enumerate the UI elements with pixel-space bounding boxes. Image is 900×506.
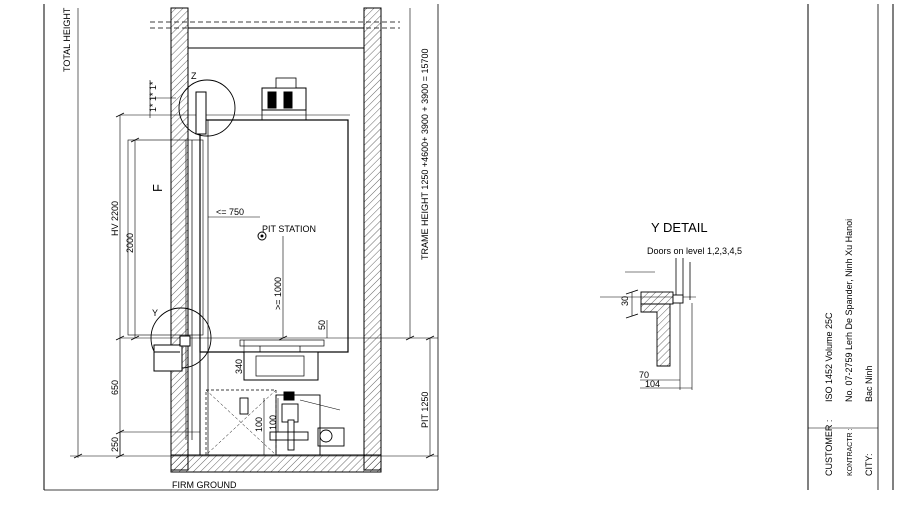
marker-f: F xyxy=(150,184,165,192)
dim-2000-label: 2000 xyxy=(125,233,135,253)
door-sill xyxy=(153,335,191,372)
city-value: Bac Ninh xyxy=(864,365,874,402)
pit-station-label: PIT STATION xyxy=(262,224,316,234)
frame-height-label: TRAME HEIGHT 1250 +4600+ 3900 + 3900 = 1… xyxy=(420,49,430,260)
pit-label: PIT 1250 xyxy=(420,392,430,428)
reference-lines xyxy=(70,114,438,457)
motor-assembly xyxy=(261,77,307,120)
dim-100b-label: 100 xyxy=(268,415,278,430)
drawing-frame xyxy=(43,4,894,491)
break-lines xyxy=(150,21,400,29)
dim-650-label: 650 xyxy=(110,380,120,395)
customer-value: ISO 1452 Volume 25C xyxy=(824,312,834,402)
pit-station-icon xyxy=(257,231,267,241)
shaft-walls xyxy=(170,7,382,473)
dimension-ticks xyxy=(73,112,435,459)
detail-z-circle xyxy=(178,79,236,137)
dim-50-label: 50 xyxy=(317,320,327,330)
star-label: 1* 1* 1* xyxy=(148,81,158,112)
le-750-label: <= 750 xyxy=(216,207,244,217)
contractor-label: KONTRACTR : xyxy=(847,429,854,477)
dim-250-label: 250 xyxy=(110,437,120,452)
dim-100a-label: 100 xyxy=(254,417,264,432)
detail-dim-30: 30 xyxy=(620,296,630,306)
detail-dim-70: 70 xyxy=(639,370,649,380)
dimension-lines xyxy=(77,8,431,458)
hv-label: HV 2200 xyxy=(110,201,120,236)
marker-z: Z xyxy=(191,71,197,81)
city-label: CITY: xyxy=(864,453,874,476)
ge-1000-label: >= 1000 xyxy=(273,277,283,310)
firm-ground-label: FIRM GROUND xyxy=(172,480,237,490)
pit-station-dot xyxy=(260,234,264,238)
detail-dim-104: 104 xyxy=(645,379,660,389)
contractor-value: No. 07-2759 Lerh De Spander, Ninh Xu Han… xyxy=(844,219,854,402)
dim-340-label: 340 xyxy=(234,359,244,374)
total-height-label: TOTAL HEIGHT xyxy=(62,7,72,72)
y-detail-note: Doors on level 1,2,3,4,5 xyxy=(647,246,742,256)
customer-label: CUSTOMER : xyxy=(824,420,834,476)
marker-y: Y xyxy=(152,308,158,318)
y-detail-drawing xyxy=(600,258,696,390)
y-detail-title: Y DETAIL xyxy=(651,220,708,235)
pit-buffers xyxy=(205,389,345,456)
